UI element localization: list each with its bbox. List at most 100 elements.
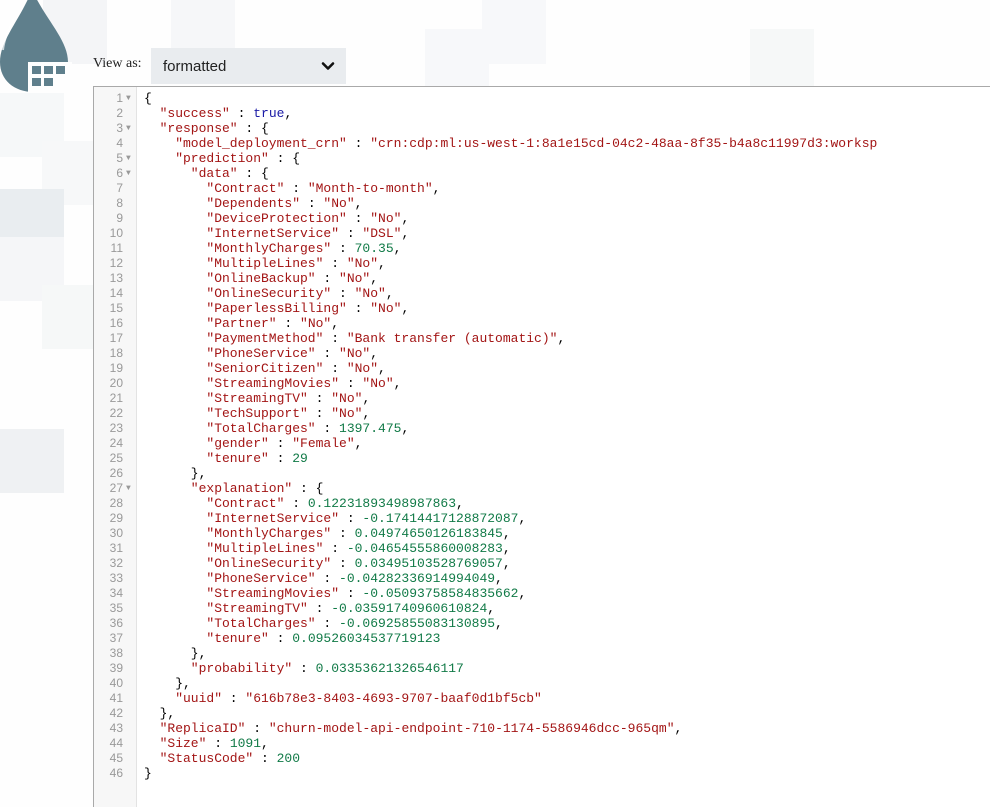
json-punctuation: , (362, 391, 371, 406)
json-string-value: "No" (346, 361, 379, 376)
code-line: 39"probability" : 0.03353621326546117 (94, 661, 990, 676)
view-as-select[interactable]: formatted (151, 48, 346, 84)
code-text: "PhoneService" : -0.04282336914994049, (144, 571, 502, 586)
json-key: "explanation" (190, 481, 293, 496)
code-text: { (144, 91, 152, 106)
json-punctuation: : { (292, 481, 324, 496)
code-line: 6▼"data" : { (94, 166, 990, 181)
fold-toggle-icon[interactable]: ▼ (126, 484, 131, 493)
fold-toggle-icon[interactable]: ▼ (126, 124, 131, 133)
json-punctuation: : (346, 301, 371, 316)
json-punctuation: : (323, 331, 347, 346)
code-text: "response" : { (144, 121, 269, 136)
line-number: 41 (109, 691, 123, 705)
code-text: "Contract" : 0.12231893498987863, (144, 496, 463, 511)
code-line: 20"StreamingMovies" : "No", (94, 376, 990, 391)
json-number-value: 1091 (229, 736, 262, 751)
json-number-value: 29 (292, 451, 308, 466)
json-key: "OnlineBackup" (206, 271, 316, 286)
json-punctuation: }, (175, 676, 191, 691)
json-punctuation: , (284, 106, 293, 121)
line-number: 8 (116, 196, 123, 210)
line-number: 33 (109, 571, 123, 585)
json-punctuation: , (393, 376, 402, 391)
background-tile (425, 29, 489, 93)
json-punctuation: , (378, 256, 386, 271)
code-text: "OnlineBackup" : "No", (144, 271, 378, 286)
code-text: "TechSupport" : "No", (144, 406, 370, 421)
code-line: 25"tenure" : 29 (94, 451, 990, 466)
json-punctuation: : (315, 346, 340, 361)
json-punctuation: : (315, 271, 340, 286)
json-key: "Partner" (206, 316, 277, 331)
json-punctuation: : (339, 586, 363, 601)
code-line: 9"DeviceProtection" : "No", (94, 211, 990, 226)
code-line: 32"OnlineSecurity" : 0.03495103528769057… (94, 556, 990, 571)
fold-toggle-icon[interactable]: ▼ (126, 169, 131, 178)
code-line: 44"Size" : 1091, (94, 736, 990, 751)
json-punctuation: : (268, 631, 293, 646)
chevron-down-icon (321, 62, 335, 70)
line-number: 6 (116, 166, 123, 180)
code-line: 42}, (94, 706, 990, 721)
code-text: }, (144, 646, 207, 661)
code-text: "prediction" : { (144, 151, 300, 166)
json-punctuation: , (331, 316, 340, 331)
code-line: 31"MultipleLines" : -0.04654555860008283… (94, 541, 990, 556)
json-punctuation: , (401, 226, 410, 241)
json-number-value: 0.03495103528769057 (354, 556, 503, 571)
code-text: "SeniorCitizen" : "No", (144, 361, 385, 376)
line-number: 42 (109, 706, 123, 720)
json-string-value: "No" (362, 376, 394, 391)
json-punctuation: }, (159, 706, 176, 721)
code-line: 10"InternetService" : "DSL", (94, 226, 990, 241)
code-line: 21"StreamingTV" : "No", (94, 391, 990, 406)
json-string-value: "Bank transfer (automatic)" (346, 331, 558, 346)
line-number-gutter (94, 87, 137, 807)
json-punctuation: : (253, 751, 277, 766)
line-number: 34 (109, 586, 123, 600)
json-punctuation: , (401, 301, 410, 316)
json-code-editor[interactable]: 1▼{2"success" : true,3▼"response" : {4"m… (93, 86, 990, 807)
fold-toggle-icon[interactable]: ▼ (126, 154, 131, 163)
json-punctuation: : (206, 736, 230, 751)
code-line: 4"model_deployment_crn" : "crn:cdp:ml:us… (94, 136, 990, 151)
json-punctuation: , (557, 331, 566, 346)
json-key: "Dependents" (206, 196, 301, 211)
json-punctuation: : (292, 661, 316, 676)
line-number: 18 (109, 346, 123, 360)
code-text: "StreamingTV" : -0.03591740960610824, (144, 601, 495, 616)
json-key: "data" (190, 166, 238, 181)
code-text: "StreamingTV" : "No", (144, 391, 370, 406)
line-number: 40 (109, 676, 123, 690)
code-text: "Dependents" : "No", (144, 196, 362, 211)
json-key: "OnlineSecurity" (206, 556, 332, 571)
json-punctuation: { (144, 91, 152, 106)
line-number: 38 (109, 646, 123, 660)
json-punctuation: : (307, 406, 332, 421)
json-number-value: 0.03353621326546117 (315, 661, 464, 676)
json-punctuation: : (339, 226, 363, 241)
code-text: "StatusCode" : 200 (144, 751, 300, 766)
json-punctuation: : (323, 541, 347, 556)
code-line: 35 "StreamingTV" : -0.03591740960610824, (94, 601, 990, 616)
code-text: "tenure" : 0.09526034537719123 (144, 631, 440, 646)
json-key: "MonthlyCharges" (206, 241, 332, 256)
json-punctuation: }, (190, 466, 207, 481)
code-line: 36"TotalCharges" : -0.06925855083130895, (94, 616, 990, 631)
json-key: "PhoneService" (206, 571, 316, 586)
code-text: "gender" : "Female", (144, 436, 362, 451)
line-number: 35 (109, 601, 123, 615)
json-string-value: "No" (331, 391, 363, 406)
line-number: 3 (116, 121, 123, 135)
json-punctuation: : (315, 616, 340, 631)
json-key: "Contract" (206, 181, 285, 196)
json-key: "tenure" (206, 631, 269, 646)
json-punctuation: , (502, 526, 511, 541)
line-number: 11 (110, 241, 123, 255)
code-line: 5▼"prediction" : { (94, 151, 990, 166)
line-number: 28 (109, 496, 123, 510)
json-punctuation: : (222, 691, 246, 706)
json-key: "success" (159, 106, 230, 121)
fold-toggle-icon[interactable]: ▼ (126, 94, 131, 103)
